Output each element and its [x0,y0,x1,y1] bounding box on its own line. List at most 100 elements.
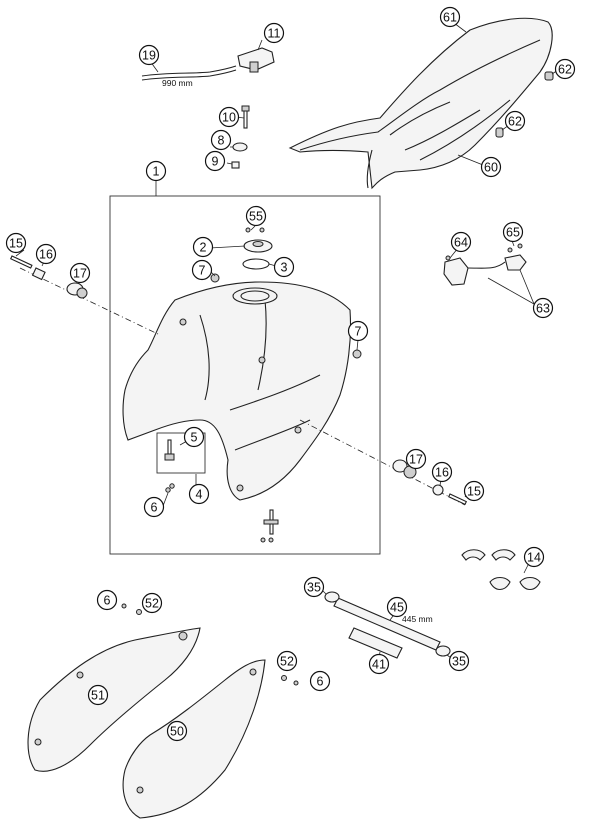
tube-41 [348,627,403,659]
bolt-10 [241,105,250,129]
grommet-left [210,273,220,283]
callout-circle [192,236,214,258]
callout-6: 6 [309,670,331,692]
callout-number: 2 [200,241,207,255]
callout-6: 6 [96,589,118,611]
callout-2: 2 [192,236,214,258]
fuel-tank [122,281,352,501]
callout-circle [96,589,118,611]
callout-number: 45 [390,601,404,615]
callout-circle [273,256,295,278]
seat-nut-right [495,127,504,138]
callout-circle [523,546,545,568]
callout-number: 7 [355,325,362,339]
callout-number: 35 [307,581,321,595]
callout-circle [145,160,167,182]
callout-41: 41 [368,653,390,675]
callout-number: 16 [39,248,53,262]
callout-circle [143,496,165,518]
callout-19: 19 [138,44,160,66]
seat-nut-top [544,71,554,81]
bolts-6-tank [165,483,175,493]
callout-number: 19 [142,49,156,63]
callout-number: 61 [443,11,457,25]
callout-9: 9 [204,150,226,172]
callout-number: 8 [218,134,225,148]
callout-number: 62 [558,63,572,77]
callout-6: 6 [143,496,165,518]
seat [288,17,553,190]
callout-circle [245,205,267,227]
callout-11: 11 [263,22,285,44]
callout-1: 1 [145,160,167,182]
callout-number: 64 [454,236,468,250]
callout-circle [183,426,205,448]
callout-circle [450,231,472,253]
callout-circle [554,58,576,80]
callout-circle [347,320,369,342]
callout-63: 63 [532,297,554,319]
callout-61: 61 [439,6,461,28]
fuel-outlet [260,509,279,543]
left-mount-bolt [10,255,33,269]
callout-number: 51 [91,689,105,703]
callout-15: 15 [463,480,485,502]
left-rubber [66,282,88,299]
callout-number: 63 [536,302,550,316]
callout-17: 17 [405,448,427,470]
callout-number: 41 [372,658,386,672]
callout-10: 10 [218,106,240,128]
callout-35: 35 [303,576,325,598]
callout-62: 62 [504,110,526,132]
callout-52: 52 [141,592,163,614]
side-panel-right [122,659,266,819]
callout-circle [35,243,57,265]
spacer-9 [231,161,240,169]
callout-17: 17 [69,262,91,284]
tube-length-label: 445 mm [402,614,433,624]
grommet-right [352,349,362,359]
callout-number: 6 [151,501,158,515]
callout-16: 16 [431,461,453,483]
callout-15: 15 [5,232,27,254]
callout-number: 15 [467,485,481,499]
callout-circle [386,596,408,618]
callout-circle [405,448,427,470]
callout-circle [5,232,27,254]
callout-55: 55 [245,205,267,227]
callout-number: 5 [191,431,198,445]
callout-circle [480,156,502,178]
callout-number: 17 [73,267,87,281]
callout-number: 15 [9,237,23,251]
callout-number: 55 [249,210,263,224]
callout-circle [439,6,461,28]
callout-circle [191,259,213,281]
callout-35: 35 [448,650,470,672]
callout-circle [210,129,232,151]
callout-number: 3 [281,261,288,275]
callout-layer: 1234566677891011141515161617171935354145… [5,6,576,742]
callout-circle [69,262,91,284]
callout-51: 51 [87,684,109,706]
callout-circle [218,106,240,128]
callout-circle [463,480,485,502]
callout-number: 62 [508,115,522,129]
callout-number: 52 [145,597,159,611]
flange-screws [245,227,265,233]
callout-circle [303,576,325,598]
callout-45: 45 [386,596,408,618]
callout-circle [204,150,226,172]
callout-number: 1 [153,165,160,179]
callout-number: 52 [280,655,294,669]
callout-8: 8 [210,129,232,151]
hose-clamp-top [324,591,340,603]
callout-circle [138,44,160,66]
callout-number: 6 [104,594,111,608]
callout-50: 50 [166,720,188,742]
callout-number: 9 [212,155,219,169]
callout-3: 3 [273,256,295,278]
tank-lock [237,47,275,73]
bushing-8 [232,142,248,152]
callout-circle [276,650,298,672]
